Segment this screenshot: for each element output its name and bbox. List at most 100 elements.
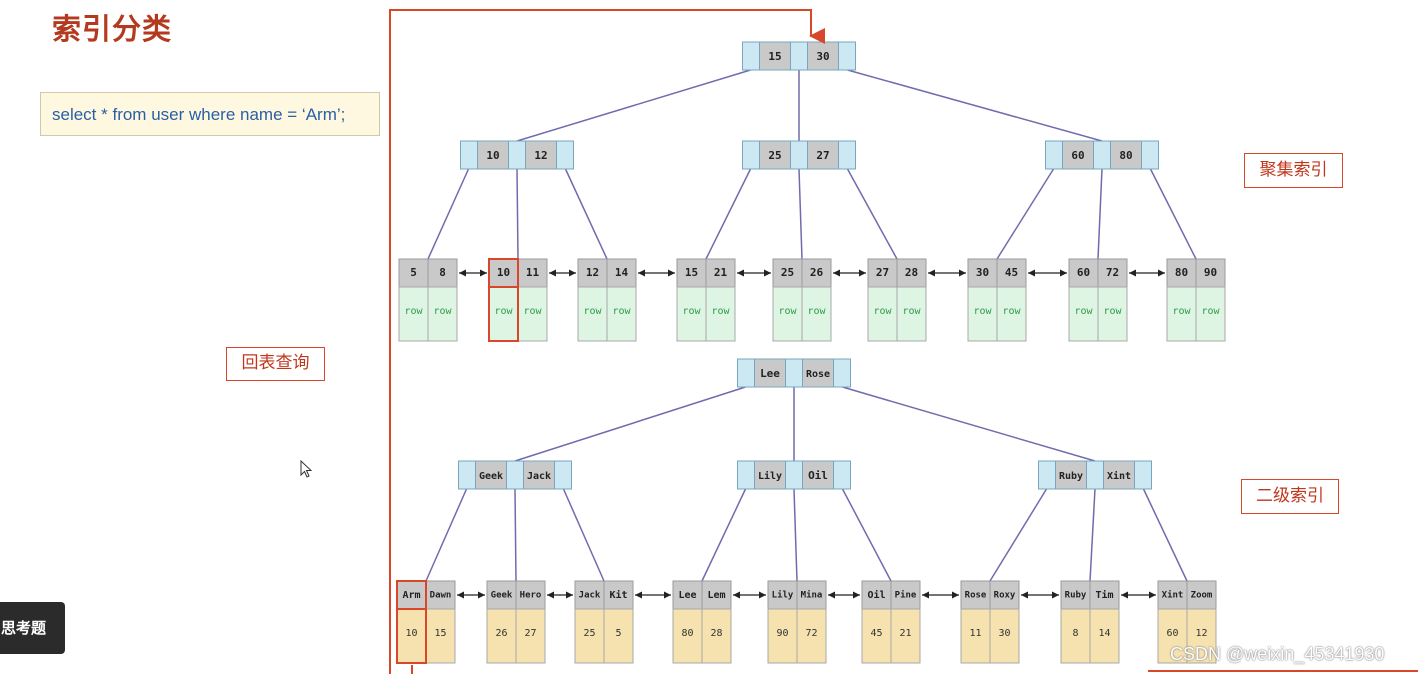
secondary-id-27: 27 (524, 628, 536, 639)
clustered-highlight-value (488, 286, 519, 342)
clustered-leaf-value-cell (1097, 286, 1128, 342)
clustered-internal-edge (1149, 168, 1197, 260)
secondary-id-21: 21 (899, 628, 911, 639)
secondary-leaf-key-Lee: Lee (678, 590, 696, 601)
secondary-root-edge (842, 386, 1096, 462)
clustered-internal-edge (798, 168, 803, 260)
clustered-leaf-value-cell (398, 286, 429, 342)
secondary-internal-pointer-cell (506, 460, 524, 490)
secondary-internal-edge (425, 488, 468, 582)
clustered-internal-pointer-cell (1141, 140, 1159, 170)
secondary-leaf-value-cell (1186, 608, 1217, 664)
clustered-internal-edge (846, 168, 898, 260)
clustered-leaf-value-cell (896, 286, 927, 342)
clustered-leaf-value-cell (705, 286, 736, 342)
clustered-leaf-value-cell (676, 286, 707, 342)
clustered-leaf-key-cell (488, 258, 519, 288)
clustered-root-pointer-cell (838, 41, 856, 71)
clustered-leaf-key-cell (1097, 258, 1128, 288)
secondary-internal-edge (793, 488, 798, 582)
clustered-internal-edge (996, 168, 1055, 260)
clustered-internal-pointer-cell (838, 140, 856, 170)
clustered-row-label: row (433, 306, 452, 317)
secondary-root-key-Rose: Rose (806, 369, 830, 380)
secondary-id-60: 60 (1166, 628, 1178, 639)
secondary-id-10: 10 (405, 628, 417, 639)
secondary-internal-pointer-cell (554, 460, 572, 490)
secondary-leaf-value-cell (1089, 608, 1120, 664)
mouse-cursor-icon (300, 459, 314, 485)
clustered-leaf-value-cell (517, 286, 548, 342)
clustered-root-pointer-cell (790, 41, 808, 71)
secondary-leaf-key-Lily: Lily (772, 590, 794, 601)
clustered-internal-key-10: 10 (486, 149, 499, 162)
clustered-leaf-value-cell (1068, 286, 1099, 342)
secondary-leaf-value-cell (767, 608, 798, 664)
clustered-root-key-15: 15 (768, 50, 781, 63)
secondary-leaf-key-cell (796, 580, 827, 610)
secondary-leaf-value-cell (603, 608, 634, 664)
clustered-internal-key-12: 12 (534, 149, 547, 162)
secondary-id-26: 26 (495, 628, 507, 639)
clustered-leaf-value-cell (772, 286, 803, 342)
secondary-root-pointer-cell (785, 358, 803, 388)
secondary-id-90: 90 (776, 628, 788, 639)
secondary-root-pointer-cell (833, 358, 851, 388)
secondary-internal-pointer-cell (458, 460, 476, 490)
clustered-leaf-key-28: 28 (905, 266, 918, 279)
clustered-leaf-key-cell (398, 258, 429, 288)
secondary-leaf-key-Oil: Oil (867, 589, 885, 601)
clustered-root-edge (516, 69, 751, 142)
clustered-leaf-key-21: 21 (714, 266, 728, 279)
secondary-id-25: 25 (583, 628, 595, 639)
clustered-leaf-value-cell (801, 286, 832, 342)
thinking-question-button[interactable]: 思考题 (0, 602, 65, 654)
secondary-internal-pointer-cell (785, 460, 803, 490)
secondary-id-5: 5 (615, 628, 621, 639)
clustered-row-label: row (612, 306, 631, 317)
clustered-leaf-key-90: 90 (1204, 266, 1217, 279)
clustered-leaf-key-cell (1166, 258, 1197, 288)
clustered-row-label: row (1103, 306, 1122, 317)
secondary-internal-pointer-cell (1038, 460, 1056, 490)
secondary-id-30: 30 (998, 628, 1010, 639)
clustered-row-label: row (807, 306, 826, 317)
secondary-leaf-key-Lem: Lem (707, 590, 725, 601)
secondary-internal-pointer-cell (1134, 460, 1152, 490)
secondary-internal-key-cell (523, 460, 555, 490)
secondary-internal-pointer-cell (1086, 460, 1104, 490)
clustered-leaf-key-12: 12 (586, 266, 599, 279)
clustered-internal-edge (705, 168, 752, 260)
sql-query-box: select * from user where name = ‘Arm’; (40, 92, 380, 136)
clustered-leaf-key-cell (705, 258, 736, 288)
clustered-internal-key-cell (1062, 140, 1094, 170)
secondary-internal-key-Lily: Lily (758, 470, 782, 482)
clustered-index-label: 聚集索引 (1244, 153, 1343, 188)
clustered-root-key-30: 30 (816, 50, 829, 63)
secondary-leaf-key-Dawn: Dawn (430, 591, 452, 601)
clustered-row-label: row (404, 306, 423, 317)
secondary-internal-edge (514, 488, 517, 582)
secondary-leaf-key-cell (890, 580, 921, 610)
clustered-internal-node: 10 12 (460, 140, 574, 170)
secondary-internal-key-cell (475, 460, 507, 490)
secondary-root-pointer-cell (737, 358, 755, 388)
clustered-internal-key-cell (1110, 140, 1142, 170)
secondary-internal-key-cell (1103, 460, 1135, 490)
secondary-leaf-key-cell (574, 580, 605, 610)
clustered-row-label: row (973, 306, 992, 317)
secondary-root-key-cell (802, 358, 834, 388)
